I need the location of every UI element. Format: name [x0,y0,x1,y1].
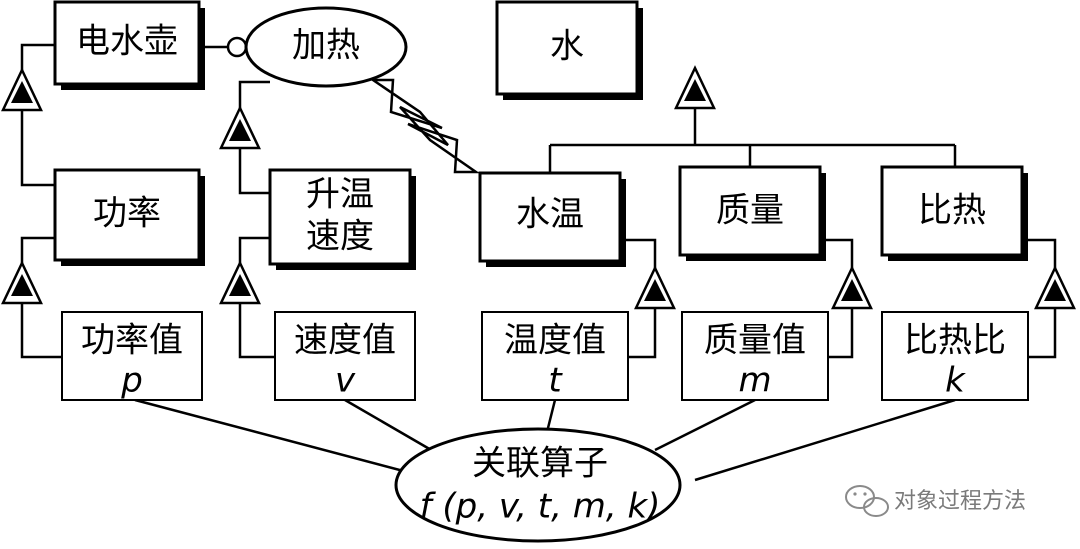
k-to-operator [694,398,956,482]
value-mass: 质量值 m [681,311,829,401]
triangle-icon [831,265,873,310]
instrument-link-circle-icon [226,36,248,58]
mass-label: 质量 [716,191,784,231]
temp-value-label: 温度值 [504,321,606,361]
triangle-icon [1034,265,1076,310]
triangle-icon [1,260,43,305]
p-to-operator [134,398,431,480]
mass-value-label: 质量值 [704,321,806,361]
value-power: 功率值 p [61,311,203,401]
mass-value-var: m [738,361,771,401]
rate-label-line1: 升温 [306,175,374,215]
water-label: 水 [550,27,584,67]
specific-heat-label: 比热 [918,191,986,231]
object-heating-rate: 升温 速度 [268,168,416,270]
power-value-var: p [120,361,143,401]
triangle-icon [674,65,716,110]
triangle-markers [1,65,1076,310]
triangle-icon [1,67,43,112]
wechat-icon [845,485,889,517]
object-specific-heat: 比热 [880,165,1028,261]
power-value-label: 功率值 [81,321,183,361]
watermark-text: 对象过程方法 [894,489,1026,514]
kettle-power-link [20,43,55,187]
water-temp-label: 水温 [516,195,584,235]
triangle-icon [219,105,261,150]
object-water-temp: 水温 [478,171,626,267]
m-to-operator [654,398,756,452]
operator-label: 关联算子 [472,444,608,484]
heat-value-label: 比热比 [904,321,1006,361]
value-temp: 温度值 t [481,311,629,401]
power-label: 功率 [93,194,161,234]
triangle-icon [634,265,676,310]
object-kettle: 电水壶 [53,0,205,90]
object-water: 水 [495,0,643,100]
watermark: 对象过程方法 [845,485,1026,517]
operator-formula: f (p, v, t, m, k) [420,487,661,527]
operator-ellipse: 关联算子 f (p, v, t, m, k) [394,427,682,543]
process-heating: 加热 [244,6,408,88]
heating-label: 加热 [292,26,360,66]
heat-value-var: k [945,361,966,401]
rate-value-label: 速度值 [294,321,396,361]
triangle-icon [219,260,261,305]
heating-affects-temp-arrow [368,78,480,174]
kettle-label: 电水壶 [76,22,178,62]
rate-label-line2: 速度 [306,217,374,257]
object-power: 功率 [53,168,205,266]
rate-value-var: v [335,361,356,401]
temp-value-var: t [548,361,563,401]
value-heat: 比热比 k [881,311,1029,401]
object-mass: 质量 [678,165,826,261]
value-rate: 速度值 v [274,311,416,401]
